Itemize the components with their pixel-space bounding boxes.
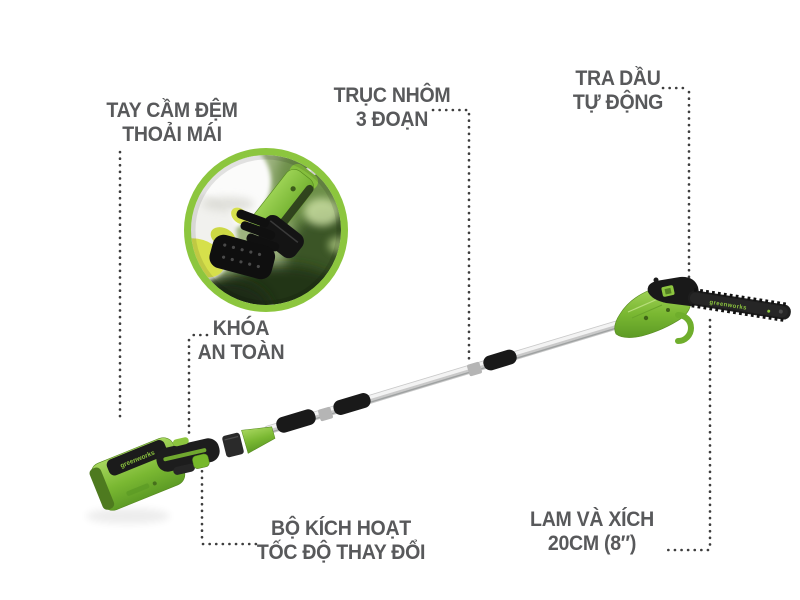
callout-trigger: BỘ KÍCH HOẠT TỐC ĐỘ THAY ĐỔI bbox=[256, 517, 426, 565]
callout-shaft-line2: 3 ĐOẠN bbox=[355, 108, 429, 131]
callout-trigger-line1: BỘ KÍCH HOẠT bbox=[271, 517, 411, 540]
connector-shaft bbox=[431, 108, 471, 366]
foam-grips bbox=[276, 349, 517, 433]
saw-head: greenworks bbox=[614, 276, 791, 344]
callout-oiler: TRA DẦU TỰ ĐỘNG bbox=[573, 67, 663, 115]
aluminum-pole bbox=[263, 316, 635, 435]
oiler-badge bbox=[661, 285, 675, 297]
pole-saw: greenworks bbox=[86, 276, 791, 524]
callout-trigger-line2: TỐC ĐỘ THAY ĐỔI bbox=[256, 541, 426, 564]
callout-bar-chain-line1: LAM VÀ XÍCH bbox=[530, 508, 654, 531]
connector-trigger bbox=[200, 456, 259, 546]
branch-hook bbox=[675, 312, 694, 344]
callout-connectors bbox=[118, 86, 712, 552]
callout-safety-lock: KHÓA AN TOÀN bbox=[198, 317, 285, 365]
chain-bar: greenworks bbox=[687, 288, 791, 323]
inset-ring bbox=[184, 148, 348, 312]
safety-lock-button bbox=[172, 437, 189, 447]
handle-assembly: greenworks bbox=[89, 426, 276, 511]
callout-bar-chain-line2: 20CM (8″) bbox=[547, 532, 637, 555]
connector-safety-lock bbox=[187, 333, 209, 438]
callout-safety-lock-line1: KHÓA bbox=[212, 317, 270, 340]
callout-shaft-line1: TRỤC NHÔM bbox=[333, 84, 451, 107]
callout-handle-line2: THOẢI MÁI bbox=[122, 123, 222, 146]
brand-logo-text: greenworks bbox=[709, 300, 747, 312]
callout-oiler-line2: TỰ ĐỘNG bbox=[572, 91, 664, 114]
connector-oiler bbox=[661, 86, 691, 292]
callout-bar-chain: LAM VÀ XÍCH 20CM (8″) bbox=[530, 508, 654, 556]
callout-oiler-line1: TRA DẦU bbox=[575, 67, 661, 90]
connector-bar-chain bbox=[666, 318, 712, 552]
speed-trigger bbox=[192, 453, 210, 469]
callout-handle: TAY CẦM ĐỆM THOẢI MÁI bbox=[106, 99, 237, 147]
callout-handle-line1: TAY CẦM ĐỆM bbox=[106, 99, 238, 122]
callout-shaft: TRỤC NHÔM 3 ĐOẠN bbox=[334, 84, 451, 132]
handle-detail-photo bbox=[184, 148, 348, 312]
callout-safety-lock-line2: AN TOÀN bbox=[197, 341, 285, 364]
